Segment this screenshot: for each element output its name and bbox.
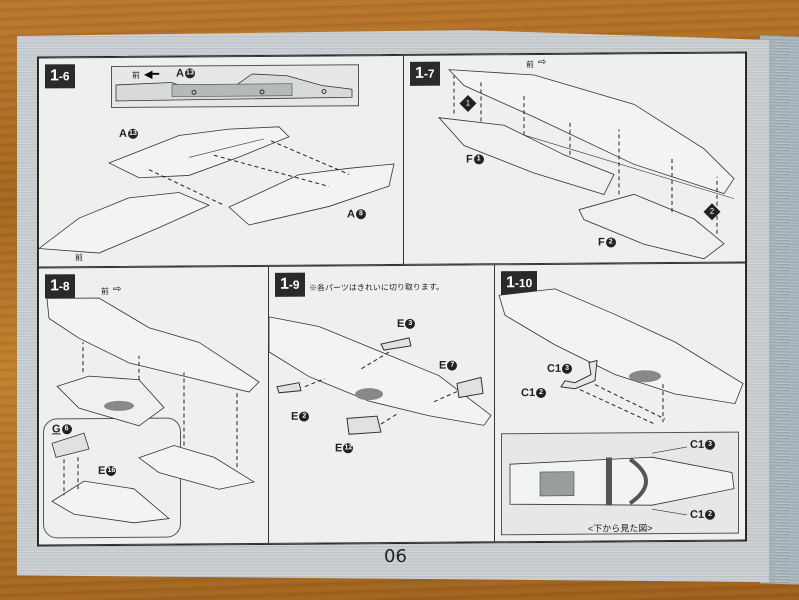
bottom-view-caption: <下から見た図> xyxy=(588,523,653,534)
hull-detail-parts-drawing xyxy=(269,316,492,435)
hull-assembly-drawing xyxy=(39,126,395,254)
side-view-drawing xyxy=(115,73,353,102)
bottom-view-drawing xyxy=(509,446,735,516)
hull-bottom-parts-drawing xyxy=(498,288,744,425)
step-1-8-panel: 1-8 前 ⇨ E17 G6 E16 xyxy=(38,265,270,546)
page-number: 06 xyxy=(384,546,407,567)
detail-drawing xyxy=(51,432,170,524)
hull-side-panels-drawing xyxy=(437,69,735,260)
hull-underside-drawing xyxy=(46,297,260,490)
